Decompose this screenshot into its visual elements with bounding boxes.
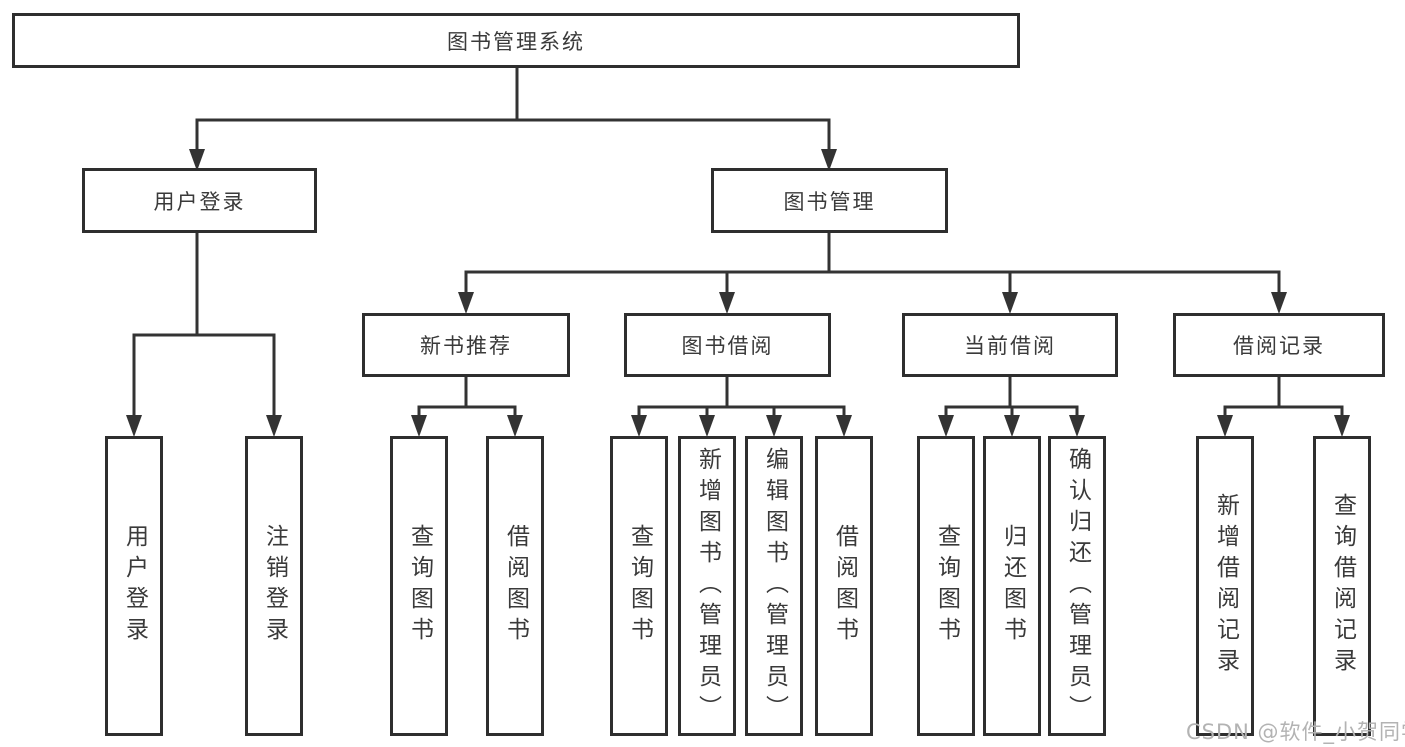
node-label: 查询借阅记录 [1329,493,1356,679]
node-label: 当前借阅 [964,334,1056,358]
node-current-borrowing: 当前借阅 [902,313,1118,377]
node-label: 用户登录 [121,524,148,648]
node-label: 新书推荐 [420,334,512,358]
node-label: 图书管理系统 [447,29,585,54]
leaf-return-book: 归还图书 [983,436,1041,736]
node-label: 用户登录 [153,189,246,214]
leaf-query-books-recommend: 查询图书 [390,436,448,736]
leaf-add-borrow-record: 新增借阅记录 [1196,436,1254,736]
node-book-management-branch: 图书管理 [711,168,948,233]
node-library-management-system: 图书管理系统 [12,13,1020,68]
node-new-book-recommend: 新书推荐 [362,313,570,377]
leaf-edit-book-admin: 编辑图书（管理员） [745,436,803,736]
node-label: 图书管理 [783,189,876,214]
leaf-confirm-return-admin: 确认归还（管理员） [1048,436,1106,736]
node-label: 新增图书（管理员） [694,446,721,726]
node-label: 借阅图书 [502,524,529,648]
node-label: 注销登录 [261,524,288,648]
node-label: 编辑图书（管理员） [761,446,788,726]
node-label: 新增借阅记录 [1212,493,1239,679]
leaf-query-books-borrowing: 查询图书 [610,436,668,736]
leaf-add-book-admin: 新增图书（管理员） [678,436,736,736]
node-borrow-records: 借阅记录 [1173,313,1385,377]
node-label: 借阅图书 [831,524,858,648]
leaf-logout: 注销登录 [245,436,303,736]
csdn-watermark: CSDN @软件_小贺同学 [1186,720,1405,744]
node-book-borrowing: 图书借阅 [624,313,831,377]
arrowheads [126,149,1350,437]
node-label: 查询图书 [933,524,960,648]
node-label: 查询图书 [626,524,653,648]
leaf-borrow-books-recommend: 借阅图书 [486,436,544,736]
node-label: 图书借阅 [681,334,774,358]
leaf-borrow-books-borrowing: 借阅图书 [815,436,873,736]
node-label: 确认归还（管理员） [1064,446,1091,726]
leaf-user-login: 用户登录 [105,436,163,736]
leaf-query-borrow-record: 查询借阅记录 [1313,436,1371,736]
leaf-query-books-current: 查询图书 [917,436,975,736]
node-label: 归还图书 [999,524,1026,648]
node-label: 借阅记录 [1233,334,1325,358]
node-user-login-branch: 用户登录 [82,168,317,233]
node-label: 查询图书 [406,524,433,648]
